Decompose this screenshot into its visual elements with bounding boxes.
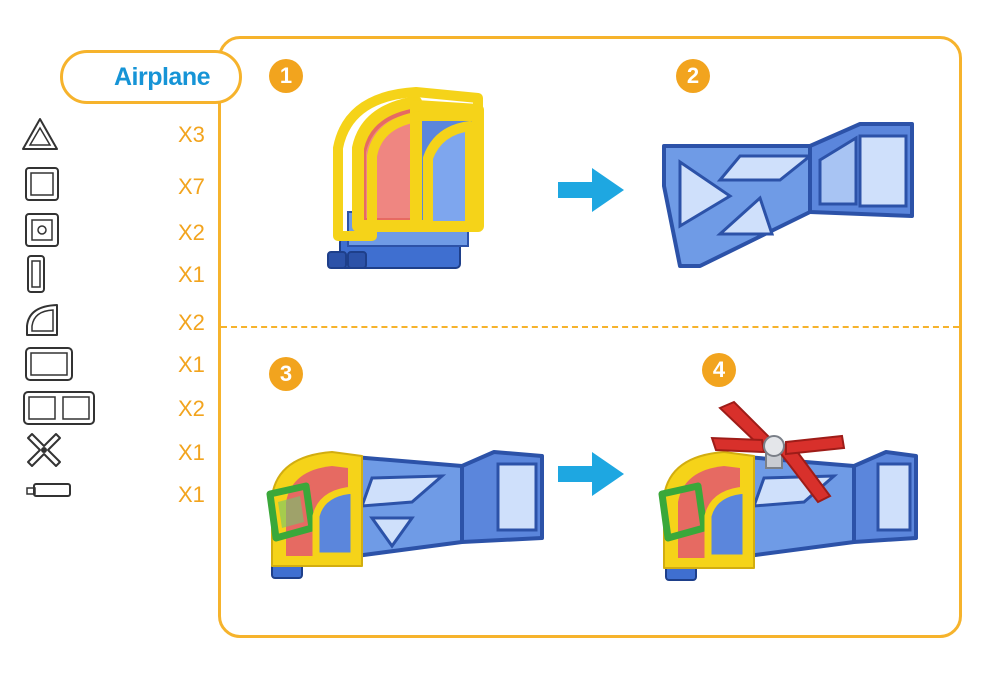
step3-assembly-illustration bbox=[266, 450, 544, 579]
step-divider bbox=[221, 326, 959, 328]
part-qty: X2 bbox=[178, 396, 205, 421]
part-qty: X3 bbox=[178, 122, 205, 147]
part-qty: X2 bbox=[178, 220, 205, 245]
title-pill: Airplane bbox=[60, 50, 242, 104]
step-number: 3 bbox=[269, 357, 303, 391]
instruction-frame bbox=[218, 36, 962, 638]
square-tile-icon bbox=[25, 167, 59, 201]
next-step-arrow-icon bbox=[558, 452, 624, 496]
narrow-rectangle-tile-icon bbox=[27, 255, 45, 293]
double-square-tile-icon bbox=[23, 391, 95, 425]
axle-piece-icon bbox=[26, 483, 71, 497]
part-qty: X1 bbox=[178, 352, 205, 377]
step-number: 2 bbox=[676, 59, 710, 93]
part-qty: X1 bbox=[178, 482, 205, 507]
step1-cockpit-illustration bbox=[327, 87, 484, 269]
step-number: 1 bbox=[269, 59, 303, 93]
step4-finished-model-illustration bbox=[658, 400, 918, 581]
part-qty: X2 bbox=[178, 310, 205, 335]
square-window-tile-icon bbox=[25, 213, 59, 247]
wide-rectangle-tile-icon bbox=[25, 347, 73, 381]
part-qty: X7 bbox=[178, 174, 205, 199]
part-qty: X1 bbox=[178, 440, 205, 465]
triangle-tile-icon bbox=[22, 118, 58, 150]
model-title: Airplane bbox=[113, 62, 211, 91]
step-number: 4 bbox=[702, 353, 736, 387]
step2-tail-illustration bbox=[662, 122, 914, 268]
curved-tile-icon bbox=[26, 304, 58, 336]
next-step-arrow-icon bbox=[558, 168, 624, 212]
propeller-piece-icon bbox=[27, 433, 61, 467]
part-qty: X1 bbox=[178, 262, 205, 287]
